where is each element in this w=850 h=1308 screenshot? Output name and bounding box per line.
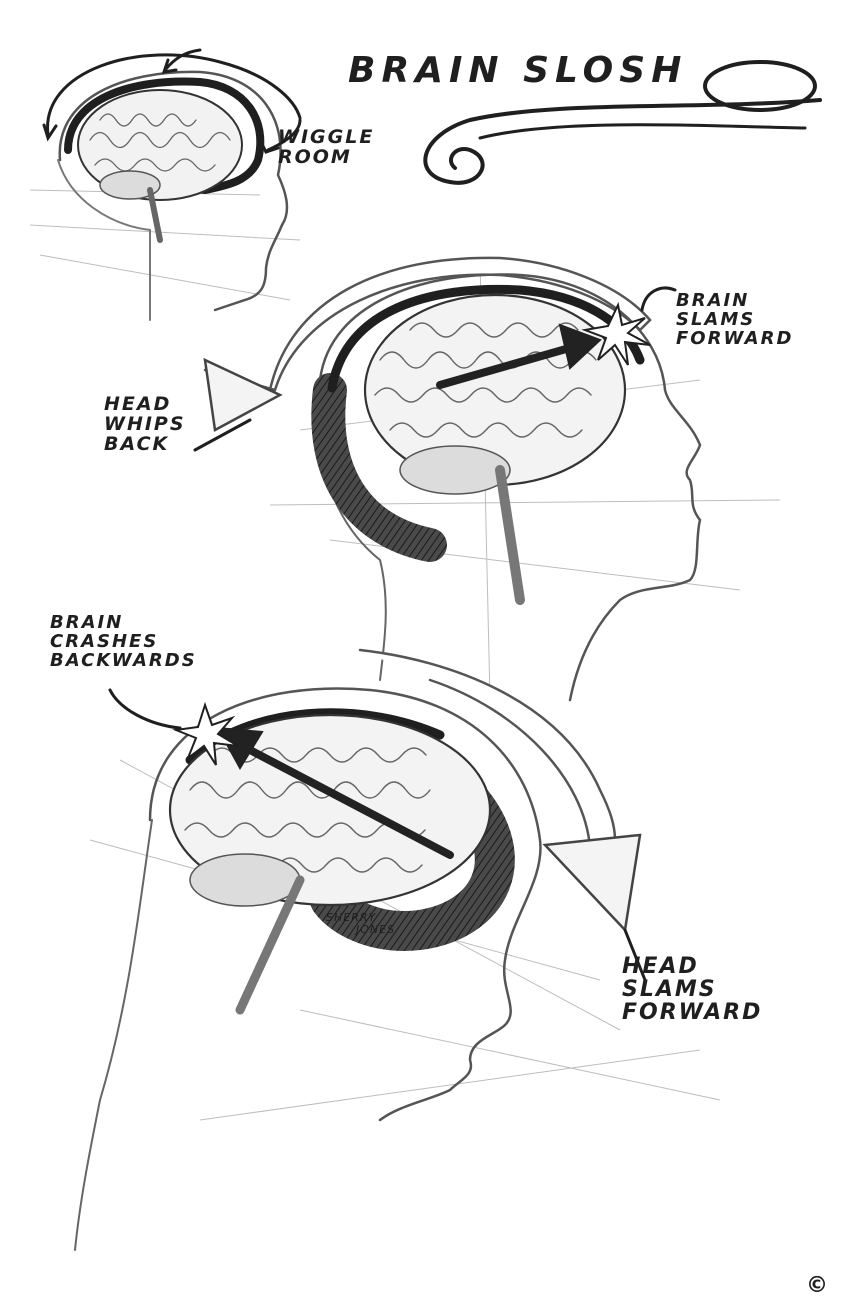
label-line: SLAMS <box>676 308 756 330</box>
title-swirl-decoration <box>423 60 822 185</box>
label-line: FORWARD <box>676 327 794 349</box>
label-line: BACKWARDS <box>50 649 197 671</box>
figure-2-head <box>193 256 702 702</box>
figure-1-head <box>42 48 302 321</box>
label-line: SLAMS <box>622 977 717 1003</box>
signature-line: JONES <box>356 922 396 936</box>
label-brain-slams-forward: BRAIN SLAMS FORWARD <box>676 290 794 349</box>
label-line: BACK <box>104 432 170 455</box>
label-line: HEAD <box>622 954 699 979</box>
label-head-slams-forward: HEAD SLAMS FORWARD <box>622 955 762 1024</box>
label-line: ROOM <box>278 145 352 168</box>
artist-signature: SHERRY JONES <box>326 912 395 935</box>
label-head-whips-back: HEAD WHIPS BACK <box>104 393 186 455</box>
figure-3-head <box>74 648 647 1251</box>
label-line: FORWARD <box>622 1000 763 1026</box>
copyright-symbol: © <box>806 1273 828 1298</box>
label-line: BRAIN <box>676 290 750 311</box>
label-line: WIGGLE <box>278 126 375 148</box>
label-line: WHIPS <box>104 412 186 435</box>
label-line: BRAIN <box>50 612 124 633</box>
diagram-title: BRAIN SLOSH <box>348 50 688 91</box>
signature-line: SHERRY <box>326 911 377 924</box>
label-line: CRASHES <box>50 630 159 652</box>
label-line: HEAD <box>104 393 172 415</box>
label-brain-crashes-backwards: BRAIN CRASHES BACKWARDS <box>50 612 197 671</box>
label-wiggle-room: WIGGLE ROOM <box>278 126 375 168</box>
